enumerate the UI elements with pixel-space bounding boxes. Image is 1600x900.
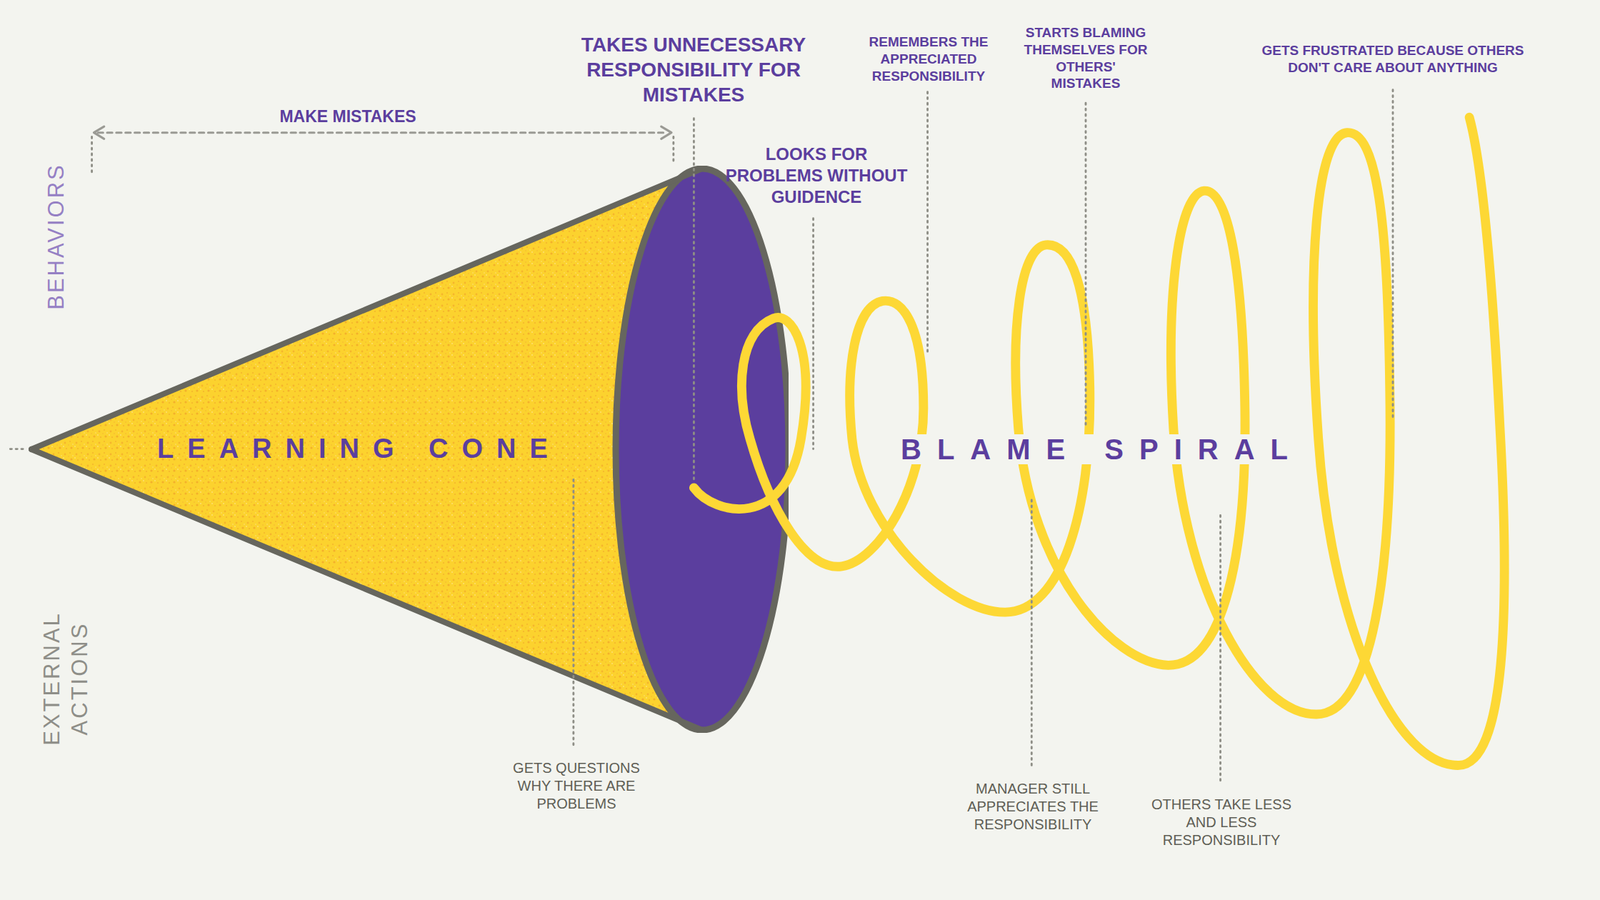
range-arrow [93,126,672,139]
cone-opening [615,168,789,730]
action-label: MANAGER STILL APPRECIATES THE RESPONSIBI… [950,780,1115,834]
label-holder: OTHERS TAKE LESS AND LESS RESPONSIBILITY [1150,795,1293,850]
label-holder: GETS FRUSTRATED BECAUSE OTHERS DON'T CAR… [1239,42,1547,77]
label-holder: MAKE MISTAKES [279,106,416,128]
label-holder: BLAME SPIRAL [899,434,1305,465]
cone-title: LEARNING CONE [157,432,562,467]
label-holder: REMEMBERS THE APPRECIATED RESPONSIBILITY [860,33,997,85]
label-holder: LOOKS FOR PROBLEMS WITHOUT GUIDENCE [721,143,912,208]
behavior-label: STARTS BLAMING THEMSELVES FOR OTHERS' MI… [1023,24,1149,93]
label-holder: EXTERNAL ACTIONS [38,603,95,754]
axis-label: BEHAVIORS [42,143,71,330]
axis-label: EXTERNAL ACTIONS [38,603,95,754]
range-label: MAKE MISTAKES [279,106,416,128]
cone-body [28,168,703,730]
label-holder: BEHAVIORS [42,143,71,330]
label-holder: MANAGER STILL APPRECIATES THE RESPONSIBI… [950,780,1115,834]
behavior-label: TAKES UNNECESSARY RESPONSIBILITY FOR MIS… [557,32,830,108]
learning-cone: LEARNING CONE [28,165,789,733]
action-label: GETS QUESTIONS WHY THERE ARE PROBLEMS [497,759,655,813]
action-label: OTHERS TAKE LESS AND LESS RESPONSIBILITY [1150,795,1293,850]
label-holder: GETS QUESTIONS WHY THERE ARE PROBLEMS [497,759,655,813]
blame-spiral [693,117,1505,765]
label-holder: STARTS BLAMING THEMSELVES FOR OTHERS' MI… [1023,24,1149,93]
spiral-title: BLAME SPIRAL [899,434,1305,465]
cone-edge [31,168,703,450]
label-holder: TAKES UNNECESSARY RESPONSIBILITY FOR MIS… [557,32,830,108]
behavior-label: LOOKS FOR PROBLEMS WITHOUT GUIDENCE [721,143,912,208]
cone-edge [31,449,703,730]
leader-line [10,90,1393,781]
node-text-holder: LEARNING CONE [157,432,562,467]
behavior-label: REMEMBERS THE APPRECIATED RESPONSIBILITY [860,33,997,85]
behavior-label: GETS FRUSTRATED BECAUSE OTHERS DON'T CAR… [1239,42,1547,77]
